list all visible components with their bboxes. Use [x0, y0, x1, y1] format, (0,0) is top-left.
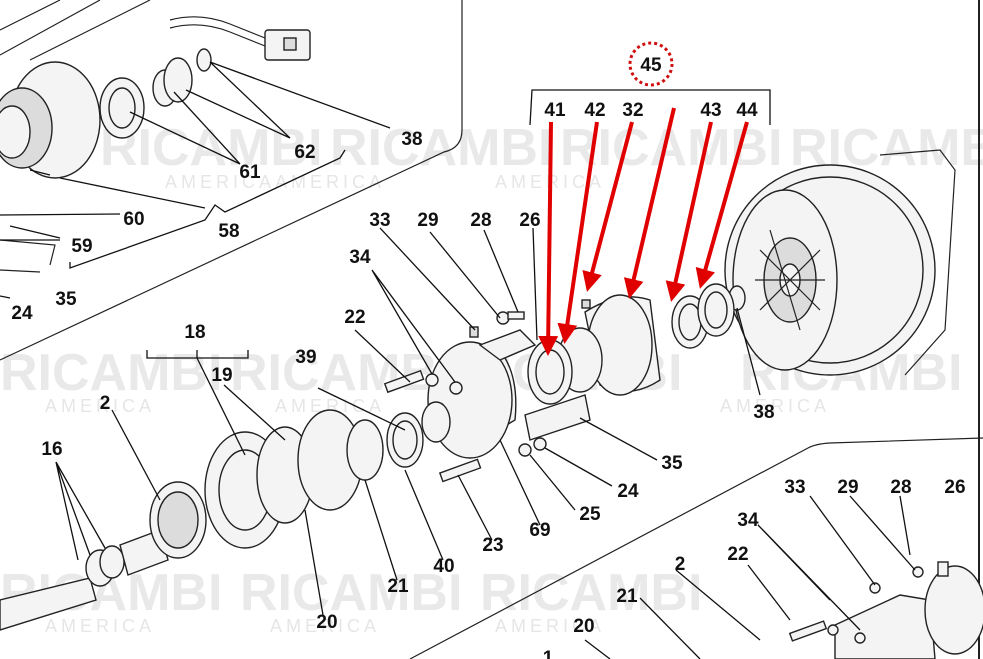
- callout-34-bottom: 34: [737, 510, 759, 531]
- watermark-brand-text: RICAMBI: [330, 119, 552, 177]
- red-arrow-45: [623, 107, 676, 299]
- callout-24-center: 24: [617, 481, 639, 502]
- clutch-disk-assembly: [724, 149, 956, 396]
- watermark-sub-text: AMERICA: [720, 396, 830, 416]
- callout-40: 40: [433, 556, 454, 577]
- callout-18: 18: [184, 322, 205, 343]
- callout-58: 58: [218, 221, 239, 242]
- callout-33-bottom: 33: [784, 477, 805, 498]
- watermark-sub-text: AMERICA: [495, 616, 605, 636]
- highlight-circle-45: [628, 41, 674, 87]
- leader-lines-top: [0, 61, 391, 299]
- callout-21-left: 21: [387, 576, 409, 597]
- callout-29-bottom: 29: [837, 477, 858, 498]
- callout-20-bottom: 20: [573, 616, 594, 637]
- callout-16: 16: [41, 439, 62, 460]
- callout-69: 69: [529, 520, 550, 541]
- callout-42: 42: [584, 100, 605, 121]
- callout-59: 59: [71, 236, 92, 257]
- red-arrow-42: [557, 121, 599, 344]
- callout-20-left: 20: [316, 612, 337, 633]
- center-bearing-assembly: [383, 283, 735, 483]
- callout-61: 61: [239, 162, 261, 183]
- red-arrow-44: [695, 121, 749, 289]
- callout-24-top: 24: [11, 303, 33, 324]
- top-left-assembly: [0, 0, 311, 273]
- callout-28-bottom: 28: [890, 477, 911, 498]
- callout-29-center: 29: [417, 210, 438, 231]
- callout-38-top: 38: [401, 129, 422, 150]
- red-arrow-43: [665, 121, 713, 302]
- inset-frame-bottom-right: [409, 437, 983, 659]
- callout-28-center: 28: [470, 210, 491, 231]
- callout-35-center: 35: [661, 453, 683, 474]
- shaft-assembly: [0, 409, 384, 631]
- inset-frame-top-left: [0, 0, 463, 361]
- watermark-brand-text: RICAMBI: [480, 564, 702, 622]
- red-arrow-group: [538, 107, 749, 356]
- watermark-brand-text: RICAMBI: [0, 344, 222, 402]
- watermark-sub-text: AMERICA: [270, 616, 380, 636]
- callout-32: 32: [622, 100, 643, 121]
- callout-23: 23: [482, 535, 503, 556]
- callout-41: 41: [544, 100, 566, 121]
- callout-33-center: 33: [369, 210, 390, 231]
- callout-22-bottom: 22: [727, 544, 748, 565]
- leader-lines-lower: [55, 89, 916, 659]
- watermark-brand-text: RICAMBI: [240, 564, 462, 622]
- callout-2-bottom: 2: [675, 554, 686, 575]
- callout-labels: 45 41 42 32 43 44 62 38 61 60 58 59 35 2…: [11, 55, 965, 659]
- bottom-right-assembly: [788, 561, 983, 659]
- callout-45: 45: [640, 55, 662, 76]
- callout-60: 60: [123, 209, 144, 230]
- watermark-sub-text: AMERICA: [275, 396, 385, 416]
- callout-43: 43: [700, 100, 721, 121]
- callout-25: 25: [579, 504, 601, 525]
- callout-19: 19: [211, 365, 232, 386]
- red-arrow-41: [538, 121, 559, 356]
- watermark-sub-text: AMERICA: [275, 172, 385, 192]
- callout-35-top: 35: [55, 289, 77, 310]
- callout-44: 44: [736, 100, 758, 121]
- callout-62: 62: [294, 142, 315, 163]
- callout-38-right: 38: [753, 402, 774, 423]
- watermark-sub-text: AMERICA: [45, 396, 155, 416]
- callout-39: 39: [295, 347, 316, 368]
- callout-21-bottom: 21: [616, 586, 638, 607]
- callout-26-center: 26: [519, 210, 540, 231]
- watermark-sub-text: AMERICA: [45, 616, 155, 636]
- red-arrow-32: [582, 121, 634, 292]
- callout-1: 1: [543, 648, 554, 659]
- callout-34-center: 34: [349, 247, 371, 268]
- watermark-sub-text: AMERICA: [165, 172, 275, 192]
- callout-22-center: 22: [344, 307, 365, 328]
- callout-26-bottom: 26: [944, 477, 965, 498]
- watermark-sub-text: AMERICA: [495, 172, 605, 192]
- callout-2-left: 2: [100, 393, 111, 414]
